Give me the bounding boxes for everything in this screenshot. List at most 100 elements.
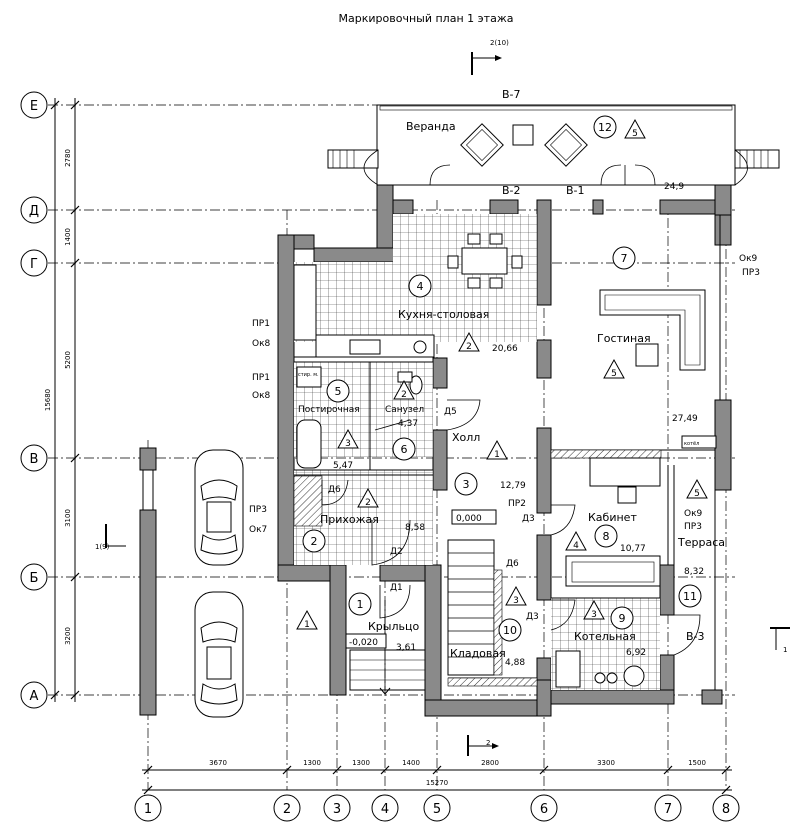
svg-text:ПР1: ПР1: [252, 373, 270, 383]
car-bottom: [194, 591, 244, 718]
room-12-number: 12: [598, 121, 612, 134]
room-areas: 3,61 8,58 12,79 20,66 5,47 4,37 27,49 10…: [333, 182, 704, 668]
room-10-area: 4,88: [505, 658, 525, 668]
room-5-area: 5,47: [333, 461, 353, 471]
svg-text:2: 2: [283, 802, 291, 817]
svg-text:3200: 3200: [64, 627, 72, 645]
triangle-mark-label: 2: [466, 342, 472, 352]
room-4-number: 4: [417, 280, 424, 293]
svg-text:ПР3: ПР3: [249, 505, 267, 515]
triangle-mark-label: 4: [573, 541, 579, 551]
triangle-mark: [603, 358, 625, 379]
svg-text:5200: 5200: [64, 351, 72, 369]
svg-text:Д5: Д5: [444, 407, 457, 417]
office-furniture: [565, 457, 661, 587]
room-9-name: Котельная: [574, 630, 636, 643]
svg-text:ПР3: ПР3: [742, 268, 760, 278]
room-3-number: 3: [463, 478, 470, 491]
svg-text:В-7: В-7: [502, 88, 521, 101]
view-labels: В-7 В-2 В-1 В-3: [502, 88, 705, 643]
washer-label: стир. м.: [298, 372, 319, 378]
room-9-number: 9: [619, 612, 626, 625]
svg-text:3670: 3670: [209, 759, 227, 767]
axis-markers-numbers: 1 2 3 4 5 6 7 8: [134, 794, 740, 822]
kitchen-counter: [293, 264, 435, 358]
room-8-number: 8: [603, 530, 610, 543]
room-6-number: 6: [401, 443, 408, 456]
triangle-mark: [565, 530, 587, 551]
triangle-mark: [686, 478, 708, 499]
veranda: [327, 104, 780, 186]
room-numbers: 1 2 3 4 5 6 7 8 9 10 11 12: [302, 115, 702, 642]
room-1-name: Крыльцо: [368, 620, 419, 633]
svg-text:Ок8: Ок8: [252, 339, 271, 349]
room-9-area: 6,92: [626, 648, 646, 658]
triangle-mark-label: 2: [401, 390, 407, 400]
triangle-mark-label: 5: [611, 369, 617, 379]
triangle-mark: [393, 379, 415, 400]
opening-marks: ПР1 Ок8 ПР1 Ок8 ПР3 Ок7 Ок9 ПР3 Ок9 ПР3 …: [249, 254, 760, 622]
svg-text:ПР2: ПР2: [508, 499, 526, 509]
svg-text:2800: 2800: [481, 759, 499, 767]
svg-text:Д3: Д3: [522, 514, 535, 524]
room-4-name: Кухня-столовая: [398, 308, 489, 321]
triangle-mark-label: 5: [694, 489, 700, 499]
partitions: [293, 215, 721, 690]
room-3-area: 12,79: [500, 481, 526, 491]
triangle-mark-label: 1: [304, 620, 310, 630]
room-1-number: 1: [357, 598, 364, 611]
svg-text:15680: 15680: [44, 389, 52, 411]
svg-text:Г: Г: [30, 257, 38, 272]
door-swings: [321, 399, 701, 656]
svg-text:ПР1: ПР1: [252, 319, 270, 329]
svg-text:Ок7: Ок7: [249, 525, 267, 535]
room-12-name: Веранда: [406, 120, 456, 133]
triangle-mark: [296, 609, 318, 630]
triangle-mark-label: 3: [513, 596, 519, 606]
left-dimension-chain: 2780 1400 5200 3100 3200 15680: [44, 98, 80, 702]
svg-text:ПР3: ПР3: [684, 522, 702, 532]
svg-text:Д: Д: [29, 204, 39, 219]
room-8-area: 10,77: [620, 544, 646, 554]
car-top: [194, 449, 244, 566]
bath-fixtures: [296, 366, 423, 469]
svg-text:Д6: Д6: [506, 559, 519, 569]
svg-text:8: 8: [722, 802, 730, 817]
fence: [139, 447, 157, 716]
svg-text:3: 3: [333, 802, 341, 817]
svg-text:В: В: [30, 452, 39, 467]
svg-text:1300: 1300: [303, 759, 321, 767]
room-5-number: 5: [335, 385, 342, 398]
svg-text:1: 1: [783, 646, 787, 654]
svg-text:В-3: В-3: [686, 630, 705, 643]
svg-text:В-1: В-1: [566, 184, 585, 197]
room-1-area: 3,61: [396, 643, 416, 653]
svg-text:Д6: Д6: [328, 485, 341, 495]
room-8-name: Кабинет: [588, 511, 637, 524]
triangle-mark-label: 5: [632, 129, 638, 139]
room-names: Крыльцо Прихожая Холл Кухня-столовая Пос…: [298, 120, 725, 660]
levels: 0,000 -0,020: [345, 509, 497, 649]
svg-text:В-2: В-2: [502, 184, 521, 197]
triangle-mark: [458, 331, 480, 352]
triangle-mark-label: 3: [345, 439, 351, 449]
room-2-number: 2: [311, 535, 318, 548]
room-11-area: 8,32: [684, 567, 704, 577]
svg-text:3100: 3100: [64, 509, 72, 527]
svg-text:2: 2: [486, 739, 490, 747]
svg-text:5: 5: [433, 802, 441, 817]
room-11-name: Терраса: [677, 536, 725, 549]
svg-text:Д2: Д2: [390, 547, 403, 557]
svg-text:15270: 15270: [426, 779, 448, 787]
svg-text:1400: 1400: [402, 759, 420, 767]
svg-text:1300: 1300: [352, 759, 370, 767]
room-7-number: 7: [621, 252, 628, 265]
boiler-equipment: [555, 650, 645, 688]
svg-text:Ок9: Ок9: [684, 509, 703, 519]
svg-text:Ок8: Ок8: [252, 391, 271, 401]
svg-text:Б: Б: [30, 571, 39, 586]
room-6-name: Санузел: [385, 405, 424, 415]
svg-text:4: 4: [381, 802, 389, 817]
triangle-mark: [486, 439, 508, 460]
